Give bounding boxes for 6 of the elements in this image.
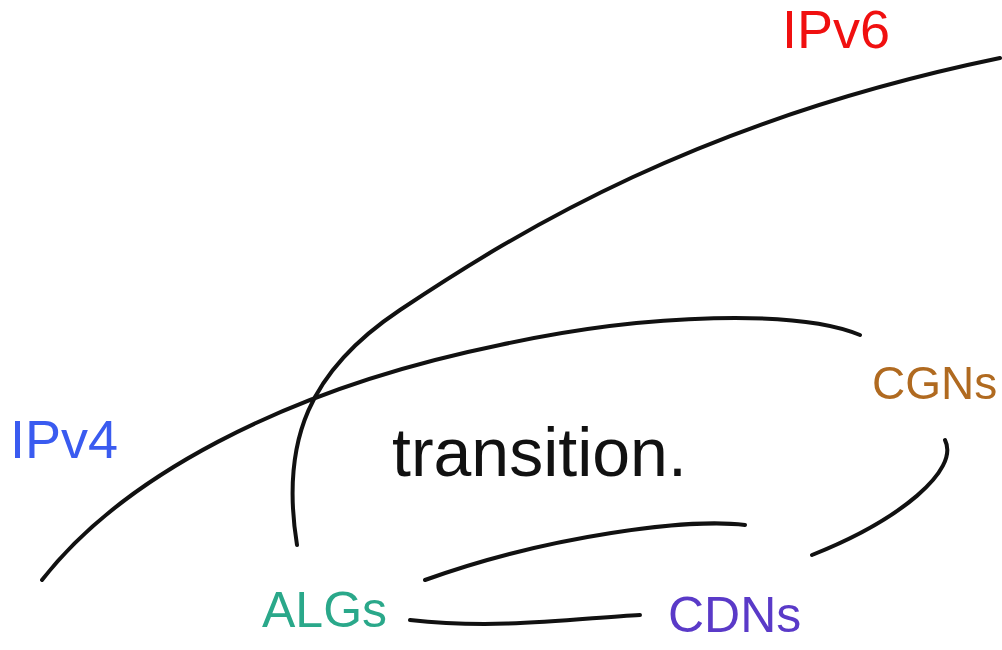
loop-label: CDNs [668, 590, 802, 640]
loop-label: CGNs [872, 360, 998, 406]
center-label: transition. [392, 418, 687, 486]
curve-label: IPv4 [10, 412, 119, 466]
loop-label: ALGs [262, 585, 388, 635]
curve-label: IPv6 [782, 2, 891, 56]
